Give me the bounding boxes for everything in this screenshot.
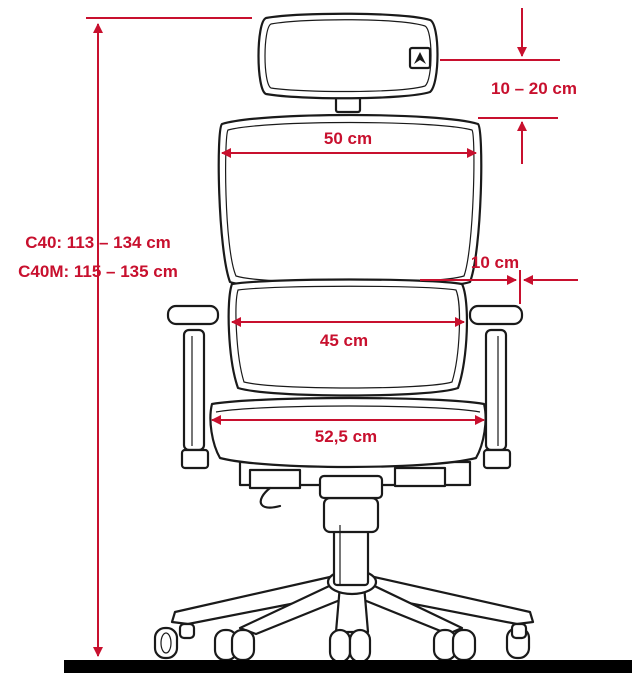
caster-wheel [432,628,477,662]
dimension-headrest-adjust [440,8,560,164]
seat-mechanism [238,460,472,509]
label-seat-width: 52,5 cm [315,427,377,446]
caster-wheel [153,626,179,660]
caster-wheels [153,622,531,664]
caster-wheel [213,628,256,662]
caster-wheel [505,622,531,660]
lumbar-support [227,278,468,397]
label-headrest-adjust: 10 – 20 cm [491,79,577,98]
caster-wheel [328,628,372,664]
armrest-left [166,304,220,470]
dimension-lumbar-offset [420,270,578,304]
label-total-height-c40: C40: 113 – 134 cm [25,233,171,252]
label-total-height-c40m: C40M: 115 – 135 cm [18,262,178,281]
brand-logo-icon [408,46,432,70]
floor-line [64,660,632,673]
armrest-right [468,304,524,470]
dimension-total-height [86,17,252,657]
backrest [217,113,483,291]
label-lumbar-offset: 10 cm [471,253,519,272]
gas-cylinder [322,496,380,587]
caster-wheel [178,622,196,640]
label-lumbar-width: 45 cm [320,331,368,350]
headrest [257,12,439,114]
label-backrest-width: 50 cm [324,129,372,148]
